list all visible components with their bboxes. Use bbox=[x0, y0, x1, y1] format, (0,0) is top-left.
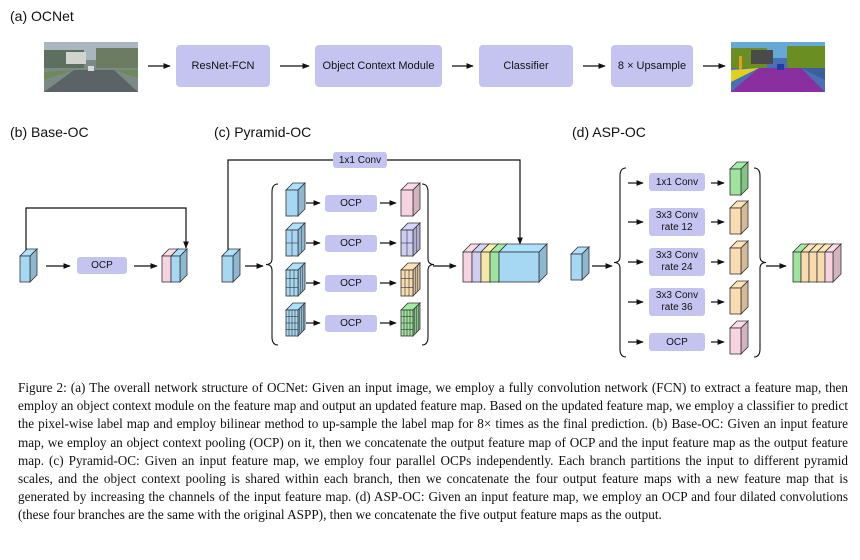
pyramid-oc-branch-output-1 bbox=[400, 182, 421, 217]
asp-oc-branch-4-line1: 3x3 Conv bbox=[655, 290, 699, 301]
asp-oc-branch-2-line1: 3x3 Conv bbox=[655, 210, 699, 221]
pyramid-oc-branch-input-4 bbox=[285, 302, 306, 337]
asp-oc-branch-output-3 bbox=[729, 240, 749, 275]
asp-oc-brace-left bbox=[613, 167, 627, 358]
arrow-b-skip bbox=[25, 207, 189, 252]
asp-oc-branch-output-1 bbox=[729, 161, 749, 196]
asp-oc-branch-2: 3x3 Conv rate 12 bbox=[649, 208, 705, 236]
pyramid-oc-branch-input-1 bbox=[285, 182, 306, 217]
asp-oc-branch-3-line1: 3x3 Conv bbox=[655, 250, 699, 261]
asp-oc-branch-3-line2: rate 24 bbox=[661, 262, 693, 273]
line-c-skip-a bbox=[227, 159, 333, 252]
asp-oc-concat-5 bbox=[824, 243, 842, 283]
upsample-box: 8 × Upsample bbox=[611, 45, 693, 87]
arrow-c-skip-b bbox=[387, 159, 523, 245]
resnet-fcn-box: ResNet-FCN bbox=[176, 45, 270, 87]
asp-oc-branch-2-line2: rate 12 bbox=[661, 222, 693, 233]
pyramid-oc-concat-wide bbox=[498, 243, 548, 283]
pyramid-oc-brace-right bbox=[421, 183, 435, 346]
input-street-image bbox=[44, 42, 138, 92]
pyramid-oc-input-cube bbox=[221, 248, 241, 283]
asp-oc-branch-output-2 bbox=[729, 200, 749, 235]
pyramid-oc-branch-output-4 bbox=[400, 302, 421, 337]
base-oc-out-blue bbox=[170, 248, 188, 283]
pyramid-oc-branch-input-2 bbox=[285, 222, 306, 257]
pyramid-oc-ocp-2: OCP bbox=[325, 235, 377, 252]
pyramid-oc-conv-label: 1x1 Conv bbox=[333, 152, 387, 168]
asp-oc-branch-5-line1: OCP bbox=[666, 336, 688, 348]
output-segmentation-map bbox=[731, 42, 825, 92]
asp-oc-branch-output-4 bbox=[729, 280, 749, 315]
pyramid-oc-branch-output-2 bbox=[400, 222, 421, 257]
asp-oc-input-cube bbox=[570, 246, 590, 281]
base-oc-ocp-box: OCP bbox=[77, 257, 127, 274]
classifier-box: Classifier bbox=[479, 45, 573, 87]
panel-d-title: (d) ASP-OC bbox=[572, 124, 646, 140]
object-context-module-box: Object Context Module bbox=[315, 45, 442, 87]
diagram-canvas bbox=[19, 63, 842, 358]
asp-oc-branch-output-5 bbox=[729, 320, 749, 355]
asp-oc-branch-4: 3x3 Conv rate 36 bbox=[649, 288, 705, 316]
pyramid-oc-branch-output-3 bbox=[400, 262, 421, 297]
pyramid-oc-ocp-1: OCP bbox=[325, 195, 377, 212]
figure-caption: Figure 2: (a) The overall network struct… bbox=[18, 380, 848, 523]
asp-oc-brace-right bbox=[753, 167, 767, 358]
asp-oc-branch-1-line1: 1x1 Conv bbox=[655, 176, 699, 188]
pyramid-oc-branch-input-3 bbox=[285, 262, 306, 297]
panel-a-title: (a) OCNet bbox=[10, 8, 74, 24]
asp-oc-branch-3: 3x3 Conv rate 24 bbox=[649, 248, 705, 276]
pyramid-oc-ocp-4: OCP bbox=[325, 315, 377, 332]
asp-oc-branch-1: 1x1 Conv bbox=[649, 173, 705, 191]
pyramid-oc-ocp-3: OCP bbox=[325, 275, 377, 292]
pyramid-oc-brace-left bbox=[265, 183, 279, 346]
asp-oc-branch-5: OCP bbox=[649, 333, 705, 351]
asp-oc-branch-4-line2: rate 36 bbox=[661, 302, 693, 313]
panel-b-title: (b) Base-OC bbox=[10, 124, 89, 140]
panel-c-title: (c) Pyramid-OC bbox=[214, 124, 312, 140]
base-oc-input-cube bbox=[19, 248, 38, 283]
